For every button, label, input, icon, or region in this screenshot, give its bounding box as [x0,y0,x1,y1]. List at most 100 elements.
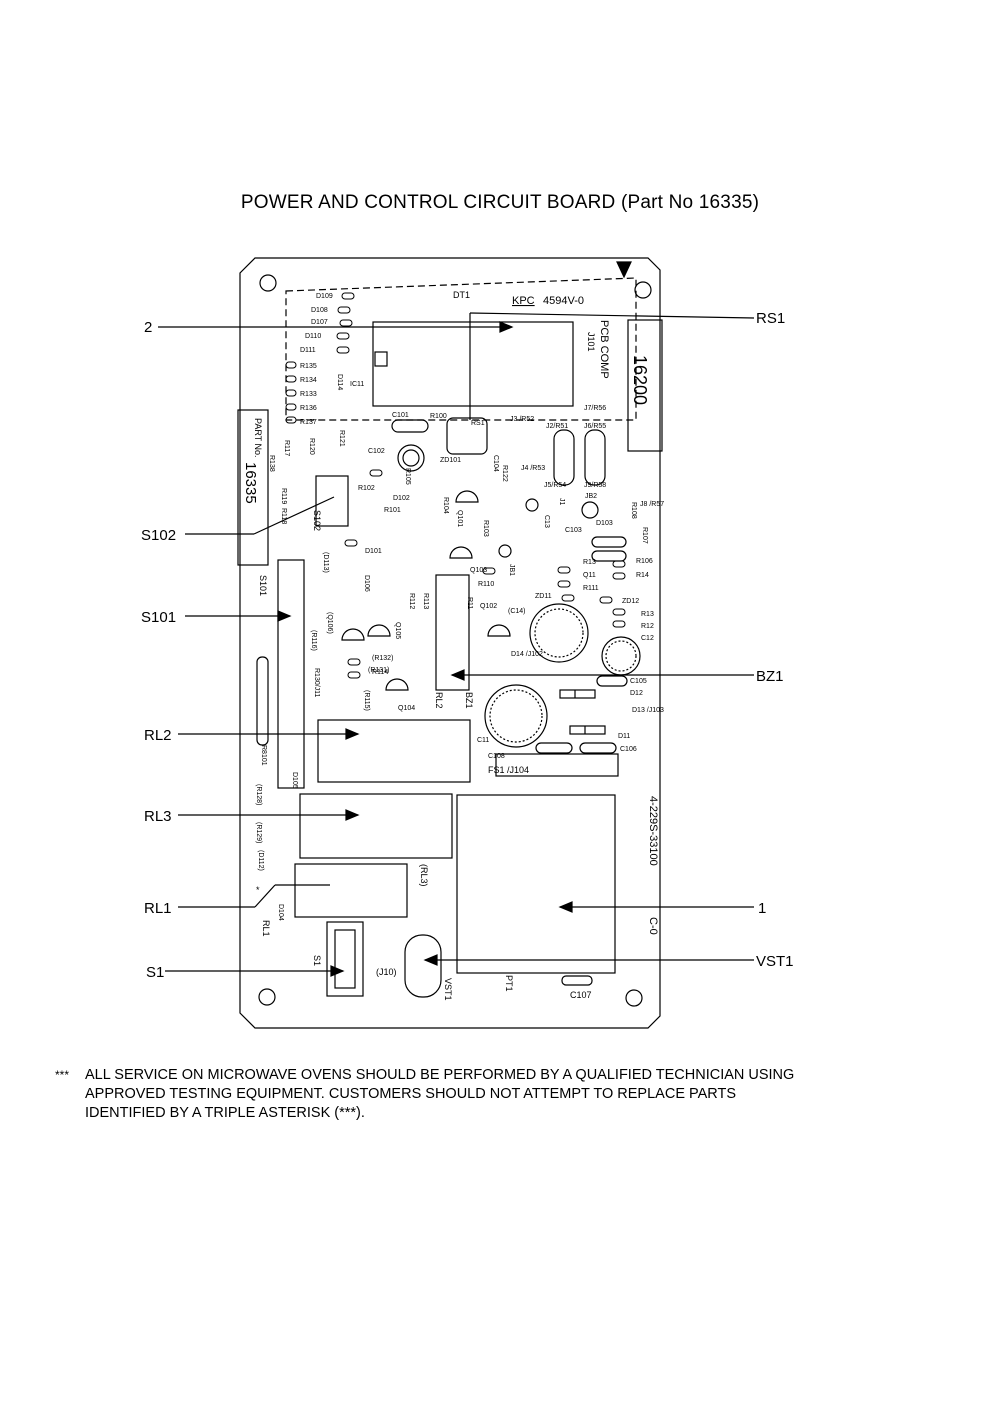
label-j8r57: J8 /R57 [640,501,664,508]
label-q106: (Q106) [326,612,333,634]
fs1-body [495,753,619,777]
note-line: ALL SERVICE ON MICROWAVE OVENS SHOULD BE… [85,1067,795,1083]
label-d14: D14 /J102 [511,651,543,658]
c12-cap [601,636,641,676]
label-r129: (R129) [255,822,262,843]
c102-cap [397,444,425,472]
label-c103: C103 [565,527,582,534]
label-s1: S1 [312,955,322,966]
label-r135: R135 [300,363,317,370]
label-r8101: R8101 [260,745,267,766]
label-d102: D102 [393,495,410,502]
c14-cap [529,603,589,663]
bz1-body [435,574,470,691]
part-tag-box [237,409,269,566]
label-r137: R137 [300,419,317,426]
note-line: APPROVED TESTING EQUIPMENT. CUSTOMERS SH… [85,1086,737,1102]
callout-2: 2 [144,319,152,336]
label-r136: R136 [300,405,317,412]
r8101-slot [256,656,269,746]
label-r112: R112 [408,593,415,609]
ic11-notch [374,351,388,367]
q104 [385,678,409,691]
label-zd12: ZD12 [622,598,639,605]
label-r12: R12 [641,623,654,630]
label-pcb-comp: PCB COMP [598,320,610,379]
label-d107: D107 [311,319,328,326]
callout-s102: S102 [141,527,176,544]
callout-rl1: RL1 [144,900,172,917]
label-r103: R103 [482,520,489,537]
s1-body [326,921,364,997]
label-s101: S101 [258,575,268,596]
label-j1: J1 [558,498,565,506]
note-line: IDENTIFIED BY A TRIPLE ASTERISK (***). [85,1105,365,1121]
label-board-code: 4-229S-33100 [647,796,659,866]
label-rev: C-0 [647,917,659,935]
label-c13: C13 [543,515,550,528]
label-d12: D12 [630,690,643,697]
label-r133: R133 [300,391,317,398]
note-marker: *** [55,1068,70,1082]
label-j101: J101 [586,332,596,352]
label-r105: R105 [404,468,411,485]
label-r110: R110 [478,581,494,588]
rs1-body [446,417,488,455]
label-d101: D101 [365,548,382,555]
vst1-body [404,934,442,998]
label-r117: R117 [283,440,290,456]
label-d105: D105 [291,772,298,789]
mounting-hole-tr [634,281,652,299]
label-r130: R130/J11 [313,668,320,698]
label-j9r58: J9/R58 [584,482,606,489]
label-part-number: 16335 [242,462,259,504]
ic11-body [372,321,574,407]
callout-s101: S101 [141,609,176,626]
label-d109: D109 [316,293,333,300]
label-r122: R122 [501,465,508,482]
q103 [449,546,473,559]
s102-body [315,475,349,527]
jb2 [581,501,599,519]
label-r109: R100 [430,413,447,420]
label-q101: Q101 [456,510,463,527]
label-r132: (R132) [372,655,393,662]
label-jb2: JB2 [585,493,597,500]
label-rl3: (RL3) [419,864,429,887]
rl2-body [317,719,471,783]
label-d103: D103 [596,520,613,527]
label-j4r53: J4 /R53 [521,465,545,472]
c11-cap [484,684,548,748]
label-q105: Q105 [394,622,401,639]
q106 [341,628,365,641]
label-r114: R114 [372,669,388,676]
label-r120: R120 [308,438,315,455]
mounting-hole-bl [258,988,276,1006]
label-vst1: VST1 [443,978,453,1001]
q105 [367,624,391,637]
label-rl2: RL2 [434,692,444,709]
label-r101: R101 [384,507,401,514]
callout-bz1: BZ1 [756,668,784,685]
label-c101: C101 [392,412,409,419]
rl1-body [294,863,408,918]
diode-d12 [559,689,596,699]
label-r108: R108 [630,502,637,519]
label-r121: R121 [338,430,345,447]
orientation-mark [616,261,632,279]
label-r102: R102 [358,485,375,492]
label-r115: (R115) [363,690,370,711]
label-r11: R11 [466,597,473,609]
label-part-tag: PART No. [253,418,263,458]
label-d110: D110 [305,333,321,340]
pt1-body [456,794,616,974]
board-outline [239,257,661,1029]
label-r104: R104 [442,497,449,514]
asterisk-mark: * [256,885,260,895]
label-pt1: PT1 [504,975,514,992]
label-d111: D111 [300,347,316,354]
label-r113: R113 [422,593,429,609]
label-c106: C106 [620,746,637,753]
label-r131: (R131) [368,667,389,674]
label-c14: (C14) [508,608,526,615]
